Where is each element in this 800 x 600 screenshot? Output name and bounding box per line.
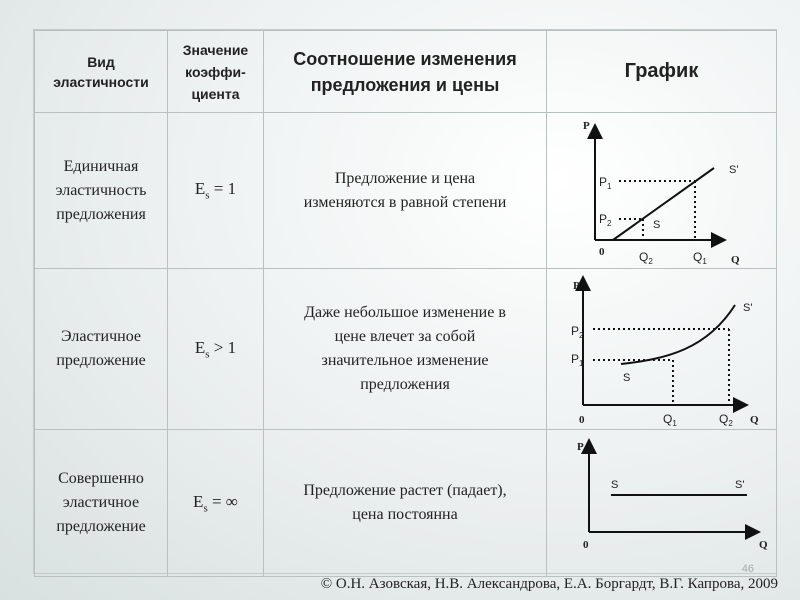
description-line: предложения (360, 376, 450, 393)
p-upper-label: P1 (599, 175, 612, 191)
header-coef-line: циента (191, 85, 240, 102)
elasticity-type-line: Совершенно (58, 470, 144, 487)
supply-curve (612, 167, 715, 241)
copyright-text: © О.Н. Азовская, Н.В. Александрова, Е.А.… (320, 576, 778, 592)
coefficient-cell: Es = ∞ (167, 429, 264, 577)
curve-end-label: S' (743, 302, 752, 314)
coefficient-cell: Es = 1 (167, 112, 264, 269)
elastic-supply-graph: P Q 0 P2 P1 Q1 Q2 S S' (571, 275, 759, 428)
table-row: Единичная эластичность предложения Es = … (34, 112, 777, 269)
description-line: изменяются в равной степени (303, 193, 507, 211)
description-cell: Предложение и цена изменяются в равной с… (263, 112, 547, 269)
x-axis-label: Q (759, 539, 768, 551)
p-upper-label: P2 (571, 324, 584, 340)
header-coef-line: Значение (182, 41, 249, 58)
y-axis-label: P (583, 120, 590, 132)
description-line: Предложение растет (падает), (303, 482, 507, 499)
description-cell: Предложение растет (падает), цена постоя… (263, 429, 547, 577)
header-relation: Соотношение изменения предложения и цены (263, 30, 547, 113)
header-row: Вид эластичности Значение коэффи- циента… (34, 30, 777, 113)
origin-label: 0 (583, 539, 589, 551)
perfectly-elastic-graph: P Q 0 S S' (577, 438, 768, 551)
curve-start-label: S (623, 372, 630, 384)
elasticity-type-line: Единичная (63, 157, 139, 175)
header-type-line: Вид (87, 53, 115, 70)
unit-elasticity-graph: P Q 0 P1 P2 Q2 Q1 S S' (583, 120, 740, 266)
curve-start-label: S (653, 219, 660, 231)
description-line: цена постоянна (352, 506, 458, 523)
q-left-label: Q1 (663, 412, 677, 428)
page-number: 46 (741, 563, 754, 575)
q-right-label: Q1 (693, 250, 707, 266)
elasticity-type-cell: Совершенно эластичное предложение (34, 429, 168, 577)
curve-end-label: S' (735, 479, 744, 491)
header-graph-line: График (624, 60, 699, 82)
table-row: Эластичное предложение Es > 1 Даже небол… (34, 268, 777, 430)
origin-label: 0 (579, 414, 585, 426)
curve-end-label: S' (729, 164, 738, 176)
y-axis-label: P (577, 441, 584, 453)
q-right-label: Q2 (719, 412, 733, 428)
elasticity-type-line: предложение (56, 352, 146, 369)
header-relation-line: предложения и цены (310, 74, 500, 95)
graph-cell-perfect: P Q 0 S S' (546, 429, 777, 577)
p-lower-label: P2 (599, 212, 612, 228)
coef-sub: s (205, 189, 210, 202)
elasticity-type-line: предложение (56, 518, 146, 535)
curve-start-label: S (611, 479, 618, 491)
elasticity-type-line: эластичность (55, 181, 147, 199)
elasticity-table: Вид эластичности Значение коэффи- циента… (34, 30, 777, 577)
graph-cell-elastic: P Q 0 P2 P1 Q1 Q2 S S' (546, 268, 777, 430)
description-line: Даже небольшое изменение в (304, 304, 506, 321)
q-left-label: Q2 (639, 250, 653, 266)
x-axis-label: Q (731, 254, 740, 266)
description-cell: Даже небольшое изменение в цене влечет з… (263, 268, 547, 430)
header-relation-line: Соотношение изменения (293, 48, 517, 69)
slide-table-frame: Вид эластичности Значение коэффи- циента… (33, 29, 777, 577)
elasticity-type-line: эластичное (62, 494, 140, 511)
header-graph: График (546, 30, 777, 113)
coef-sub: s (205, 348, 210, 361)
coef-base: E (194, 179, 206, 199)
coefficient-cell: Es > 1 (167, 268, 264, 430)
coef-relation: = 1 (209, 179, 237, 199)
p-lower-label: P1 (571, 352, 584, 368)
coef-base: E (193, 491, 204, 511)
coef-relation: > 1 (209, 337, 237, 357)
origin-label: 0 (599, 246, 605, 258)
header-type-line: эластичности (53, 73, 149, 90)
header-coef-line: коэффи- (185, 63, 246, 80)
elasticity-type-cell: Эластичное предложение (34, 268, 168, 430)
description-line: Предложение и цена (334, 169, 476, 187)
header-type: Вид эластичности (34, 30, 168, 113)
x-axis-label: Q (750, 414, 759, 426)
elasticity-type-line: Эластичное (61, 328, 141, 345)
header-coef: Значение коэффи- циента (167, 30, 264, 113)
coef-sub: s (203, 502, 208, 515)
y-axis-label: P (573, 280, 580, 292)
elasticity-type-cell: Единичная эластичность предложения (34, 112, 168, 269)
coef-relation: = ∞ (207, 491, 238, 511)
coef-base: E (194, 337, 206, 357)
description-line: цене влечет за собой (334, 328, 476, 345)
table-row: Совершенно эластичное предложение Es = ∞… (34, 429, 777, 577)
elasticity-type-line: предложения (56, 205, 146, 223)
description-line: значительное изменение (321, 352, 489, 369)
supply-curve (620, 304, 736, 365)
graph-cell-unit: P Q 0 P1 P2 Q2 Q1 S S' (546, 112, 777, 269)
